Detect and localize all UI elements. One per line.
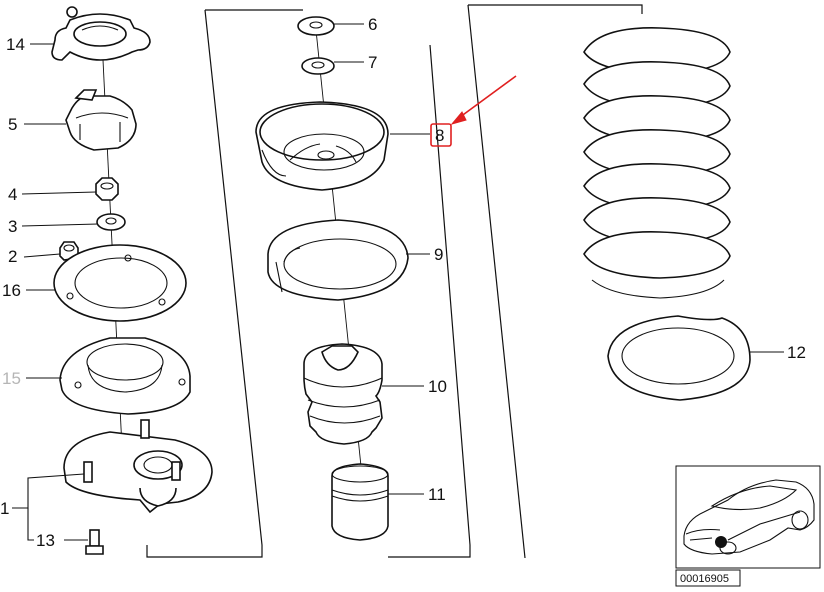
label-7[interactable]: 7 (368, 53, 377, 72)
part-16-gasket[interactable] (53, 244, 187, 322)
part-4-nut[interactable] (95, 177, 119, 201)
label-15[interactable]: 15 (2, 369, 21, 388)
label-16[interactable]: 16 (2, 281, 21, 300)
part-7-washer[interactable] (301, 57, 335, 75)
label-4[interactable]: 4 (8, 185, 17, 204)
part-5-cap[interactable] (65, 89, 137, 151)
part-15-mount-plate[interactable] (59, 337, 191, 415)
label-8[interactable]: 8 (435, 126, 444, 145)
leader-lines (12, 23, 784, 541)
highlight-arrow (450, 75, 517, 125)
label-6[interactable]: 6 (368, 15, 377, 34)
label-12[interactable]: 12 (787, 343, 806, 362)
part-10-bump-stop[interactable] (303, 343, 383, 445)
label-5[interactable]: 5 (8, 115, 17, 134)
part-14-cap[interactable] (51, 6, 151, 61)
part-12-coil-spring[interactable] (583, 27, 731, 299)
part-6-washer[interactable] (297, 16, 335, 36)
label-1[interactable]: 1 (0, 499, 9, 518)
label-14[interactable]: 14 (6, 35, 25, 54)
part-8-upper-spring-seat[interactable] (255, 101, 389, 191)
location-marker (715, 536, 727, 548)
part-9-spring-pad[interactable] (267, 219, 409, 301)
part-12-spring-pad[interactable] (607, 315, 751, 401)
vehicle-location-inset (675, 465, 821, 569)
diagram-code-box (675, 569, 741, 587)
label-9[interactable]: 9 (434, 245, 443, 264)
diagram-code: 00016905 (680, 573, 729, 585)
group-frame-right (468, 4, 643, 14)
part-3-washer[interactable] (96, 213, 126, 231)
label-3[interactable]: 3 (8, 217, 17, 236)
part-1-strut-mount[interactable] (63, 419, 213, 514)
label-10[interactable]: 10 (428, 377, 447, 396)
label-11[interactable]: 11 (428, 485, 446, 504)
part-13-bolt[interactable] (85, 529, 104, 555)
label-13[interactable]: 13 (36, 531, 55, 550)
label-2[interactable]: 2 (8, 247, 17, 266)
part-11-protective-tube[interactable] (331, 463, 389, 541)
highlight-box-8 (430, 123, 452, 147)
